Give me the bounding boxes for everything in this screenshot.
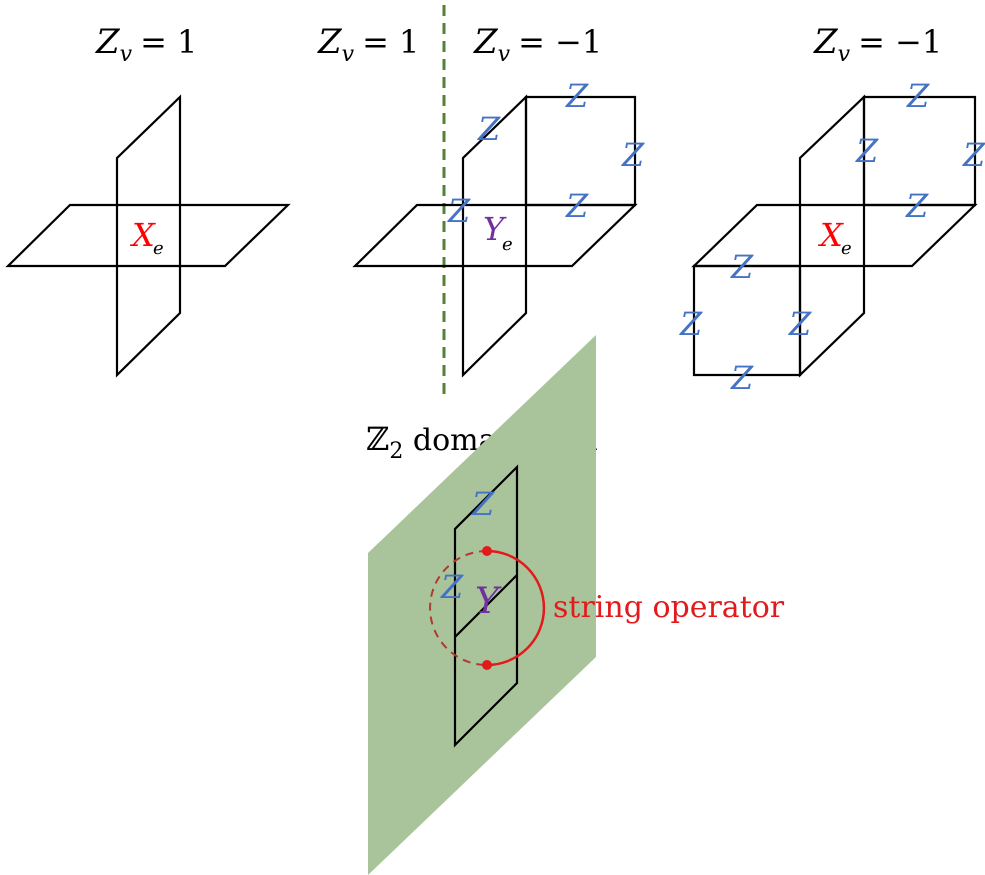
bottom-panel: Z Z Y string operator <box>368 335 785 875</box>
domain-wall-plane <box>368 335 596 875</box>
panel-3-z-op-6: Z <box>679 305 703 343</box>
panel-2-right-title: Zv = −1 <box>473 22 602 67</box>
panel-2-left-title-sub: v <box>342 42 355 67</box>
panel-2-left-title-eq: = 1 <box>362 23 419 61</box>
bottom-z-op-1: Z <box>471 485 495 523</box>
panel-2-y-operator: Y <box>483 210 507 248</box>
panel-3-z-op-5: Z <box>730 248 754 286</box>
panel-3-z-op-7: Z <box>788 305 812 343</box>
panel-1-title: Zv = 1 <box>95 22 197 67</box>
panel-3: Zv = −1 Z Z Z Z Z Z Z Z X e <box>679 22 985 397</box>
string-endpoint-bottom <box>482 660 492 670</box>
panel-3-bottom-plaquette <box>692 264 802 377</box>
panel-2: Zv = 1 Zv = −1 Z Z Z Z Z Y e <box>317 22 645 378</box>
panel-3-z-op-2: Z <box>906 77 930 115</box>
bottom-vertical-strip <box>453 464 519 748</box>
string-operator-dashed-arc <box>429 550 488 666</box>
panel-3-title-z: Z <box>813 22 839 62</box>
panel-3-title: Zv = −1 <box>813 22 942 67</box>
panel-1-title-sub: v <box>120 42 133 67</box>
panel-1-horizontal-plaquettes <box>5 203 291 268</box>
panel-2-z-op-4: Z <box>565 187 589 225</box>
bottom-y-operator: Y <box>475 581 502 622</box>
string-operator-label: string operator <box>553 590 785 625</box>
panel-3-x-operator: X <box>817 216 844 254</box>
panel-1: X e Zv = 1 <box>5 22 291 378</box>
panel-2-z-op-5: Z <box>447 192 471 230</box>
panel-2-right-title-eq: = −1 <box>518 23 602 61</box>
panel-3-top-plaquette <box>862 95 977 207</box>
panel-1-title-z: Z <box>95 22 121 62</box>
panel-2-z-op-2: Z <box>565 77 589 115</box>
panel-1-title-eq: = 1 <box>140 23 197 61</box>
panel-2-y-subscript: e <box>502 234 513 255</box>
panel-1-x-subscript: e <box>153 238 164 259</box>
panel-3-z-op-4: Z <box>905 187 929 225</box>
domain-wall-label-z2: ℤ <box>366 420 389 458</box>
panel-2-right-title-sub: v <box>498 42 511 67</box>
string-endpoint-top <box>482 546 492 556</box>
panel-2-left-title-z: Z <box>317 22 343 62</box>
bottom-z-op-2: Z <box>440 568 464 606</box>
panel-2-vertical-plaquettes <box>461 94 528 378</box>
panel-3-z-op-3: Z <box>962 136 985 174</box>
panel-3-x-subscript: e <box>841 238 852 259</box>
panel-3-z-op-1: Z <box>855 132 879 170</box>
panel-1-x-operator: X <box>129 216 156 254</box>
panel-3-z-op-8: Z <box>730 359 754 397</box>
panel-2-left-title: Zv = 1 <box>317 22 419 67</box>
panel-3-title-sub: v <box>838 42 851 67</box>
string-operator-solid-arc <box>486 549 546 667</box>
panel-2-z-op-3: Z <box>621 136 645 174</box>
panel-3-title-eq: = −1 <box>858 23 942 61</box>
panel-2-z-op-1: Z <box>477 110 501 148</box>
panel-1-vertical-plaquettes <box>115 94 182 378</box>
panel-2-right-title-z: Z <box>473 22 499 62</box>
domain-wall-label-sub: 2 <box>389 439 403 464</box>
panel-2-top-plaquette <box>524 95 637 207</box>
bottom-middle-edge <box>454 574 518 638</box>
